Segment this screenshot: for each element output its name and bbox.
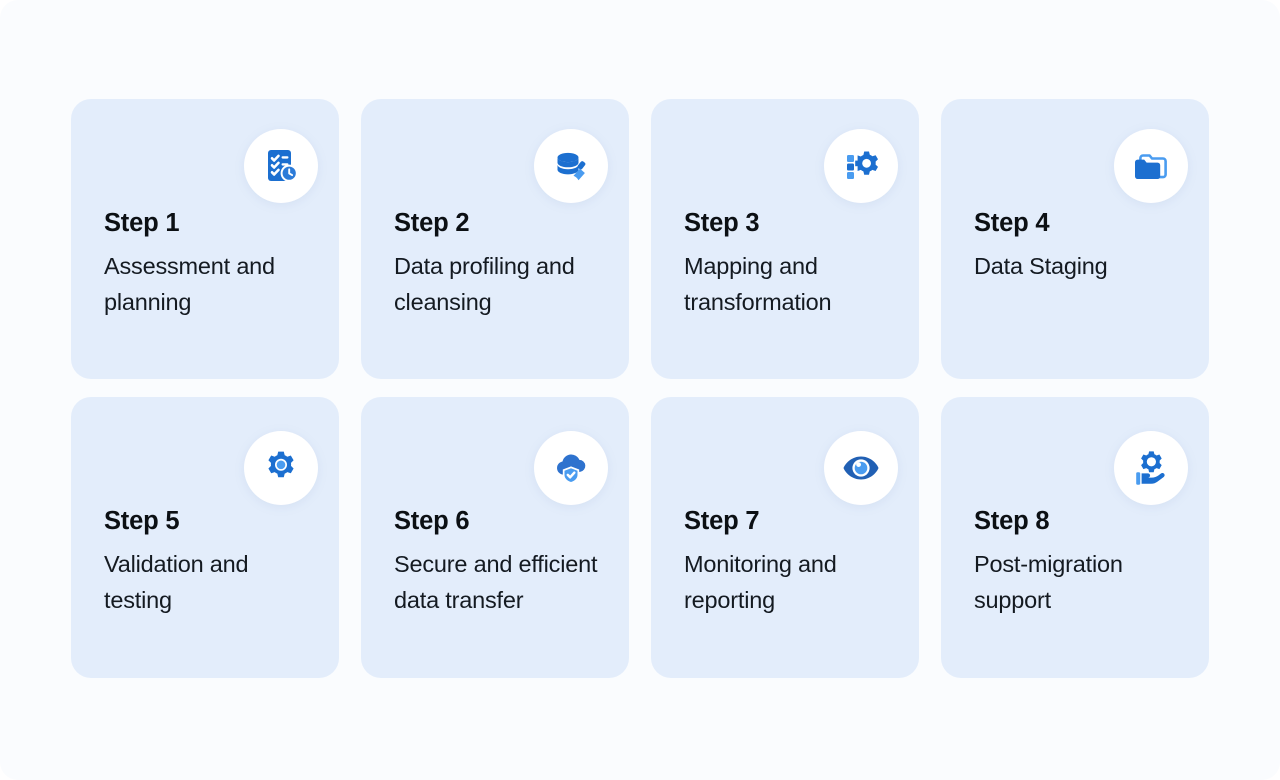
step-card-7-title: Step 7 xyxy=(684,507,760,535)
gear-icon xyxy=(244,431,318,505)
cloud-shield-check-icon xyxy=(534,431,608,505)
folders-icon xyxy=(1114,129,1188,203)
eye-icon xyxy=(824,431,898,505)
step-card-2[interactable]: Step 2 Data profiling and cleansing xyxy=(361,99,629,379)
step-card-8[interactable]: Step 8 Post-migration support xyxy=(941,397,1209,678)
step-card-3-title: Step 3 xyxy=(684,209,760,237)
checklist-clock-icon xyxy=(244,129,318,203)
step-card-4[interactable]: Step 4 Data Staging xyxy=(941,99,1209,379)
step-card-2-title: Step 2 xyxy=(394,209,470,237)
step-card-5-title: Step 5 xyxy=(104,507,180,535)
step-card-7-description: Monitoring and reporting xyxy=(684,551,837,613)
step-card-2-body: Step 2 Data profiling and cleansing xyxy=(394,207,611,320)
step-card-6-description: Secure and efficient data transfer xyxy=(394,551,598,613)
step-card-5[interactable]: Step 5 Validation and testing xyxy=(71,397,339,678)
step-card-8-description: Post-migration support xyxy=(974,551,1123,613)
step-card-6-title: Step 6 xyxy=(394,507,470,535)
step-card-1[interactable]: Step 1 Assessment and planning xyxy=(71,99,339,379)
step-card-1-title: Step 1 xyxy=(104,209,180,237)
gear-mapping-icon xyxy=(824,129,898,203)
steps-grid: Step 1 Assessment and planning Step 2 Da… xyxy=(71,99,1209,678)
step-card-1-body: Step 1 Assessment and planning xyxy=(104,207,321,320)
step-card-3[interactable]: Step 3 Mapping and transformation xyxy=(651,99,919,379)
step-card-2-description: Data profiling and cleansing xyxy=(394,253,575,315)
step-card-7[interactable]: Step 7 Monitoring and reporting xyxy=(651,397,919,678)
step-card-1-description: Assessment and planning xyxy=(104,253,275,315)
step-card-6-body: Step 6 Secure and efficient data transfe… xyxy=(394,505,611,618)
step-card-8-body: Step 8 Post-migration support xyxy=(974,505,1191,618)
step-card-4-body: Step 4 Data Staging xyxy=(974,207,1191,284)
step-card-4-description: Data Staging xyxy=(974,253,1108,279)
database-brush-icon xyxy=(534,129,608,203)
step-card-3-body: Step 3 Mapping and transformation xyxy=(684,207,901,320)
step-card-6[interactable]: Step 6 Secure and efficient data transfe… xyxy=(361,397,629,678)
step-card-5-body: Step 5 Validation and testing xyxy=(104,505,321,618)
step-card-8-title: Step 8 xyxy=(974,507,1050,535)
hand-gear-support-icon xyxy=(1114,431,1188,505)
step-card-5-description: Validation and testing xyxy=(104,551,249,613)
step-card-3-description: Mapping and transformation xyxy=(684,253,832,315)
step-card-7-body: Step 7 Monitoring and reporting xyxy=(684,505,901,618)
step-card-4-title: Step 4 xyxy=(974,209,1050,237)
